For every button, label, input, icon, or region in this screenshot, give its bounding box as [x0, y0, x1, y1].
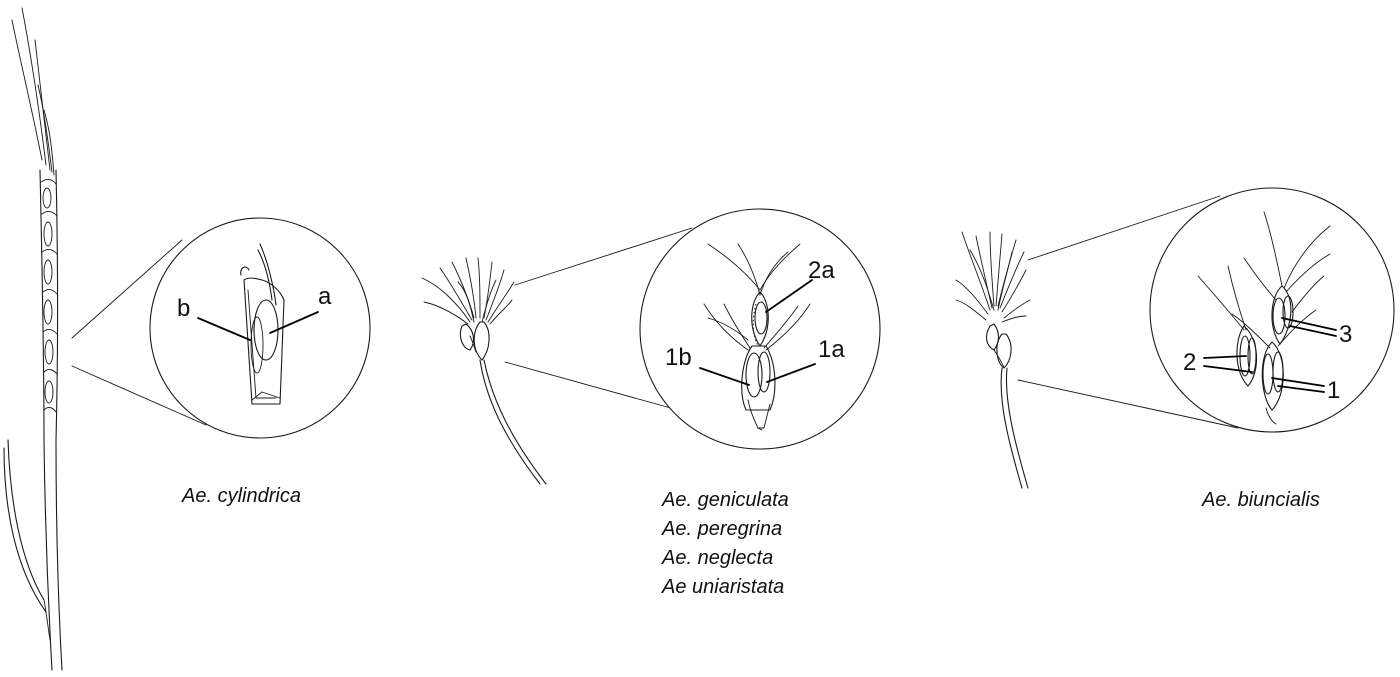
caption-geniculata: Ae. geniculata [661, 489, 789, 511]
zoom-circle-geniculata [639, 208, 881, 450]
zoom-connector-upper [71, 239, 183, 339]
label-a: a [318, 283, 332, 310]
zoom-connector-upper [514, 227, 693, 286]
label-2: 2 [1183, 349, 1196, 376]
biuncialis-spikelet-detail [1197, 211, 1331, 425]
panel-cylindrica: b a Ae. cylindrica [3, 7, 371, 671]
panel-geniculata: 2a 1b 1a Ae. geniculata Ae. peregrina Ae… [421, 208, 881, 598]
cylindrica-spike-drawing [3, 7, 63, 671]
label-1b: 1b [665, 344, 692, 371]
caption-uniaristata: Ae uniaristata [661, 576, 784, 598]
cylindrica-spikelet-detail [240, 243, 285, 405]
geniculata-spike-drawing [421, 257, 547, 485]
zoom-connector-upper [1027, 195, 1221, 261]
label-1: 1 [1327, 377, 1340, 404]
caption-biuncialis: Ae. biuncialis [1201, 489, 1320, 511]
caption-cylindrica: Ae. cylindrica [181, 485, 301, 507]
zoom-connector-lower [1017, 379, 1239, 429]
label-1a: 1a [818, 336, 845, 363]
label-b: b [177, 295, 190, 322]
geniculata-spikelet-detail [703, 243, 811, 431]
zoom-connector-lower [504, 361, 679, 411]
biuncialis-spike-drawing [955, 231, 1031, 489]
label-3: 3 [1339, 321, 1352, 348]
caption-neglecta: Ae. neglecta [661, 547, 773, 569]
zoom-connector-lower [71, 365, 207, 426]
panel-biuncialis: 2 3 1 Ae. biuncialis [955, 187, 1395, 511]
caption-peregrina: Ae. peregrina [661, 518, 782, 540]
zoom-circle-cylindrica [149, 217, 371, 439]
label-2a: 2a [808, 257, 835, 284]
